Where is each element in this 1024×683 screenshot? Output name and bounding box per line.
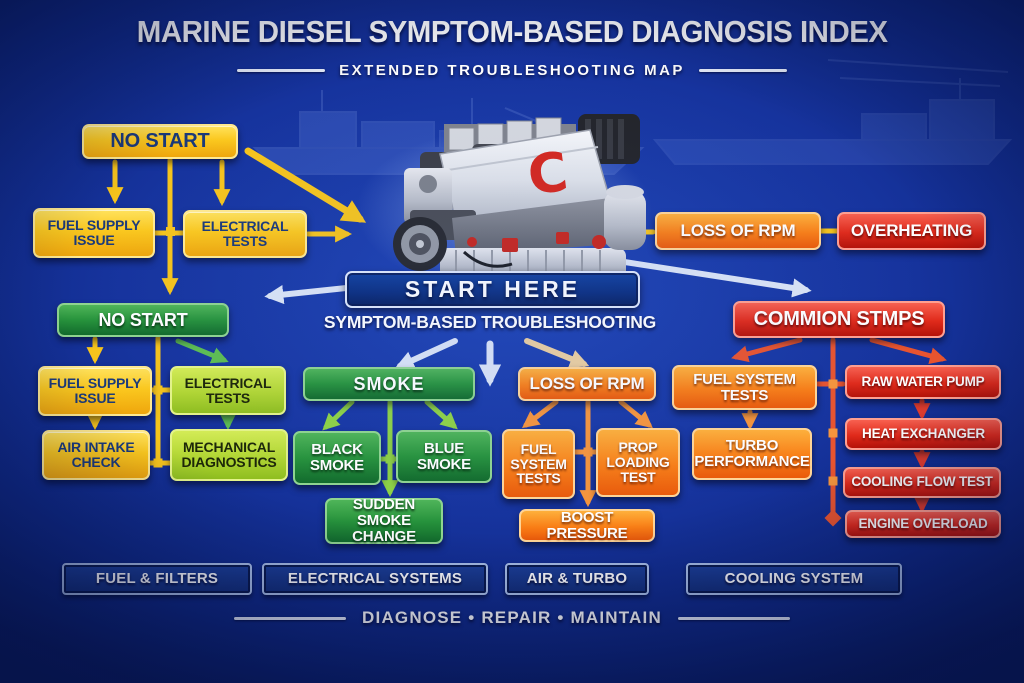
engine-illustration: C: [352, 92, 654, 294]
node-prop-loading-test: PROP LOADING TEST: [596, 428, 680, 497]
subtitle-right-rule: [698, 69, 787, 72]
symptom-heading: SYMPTOM-BASED TROUBLESHOOTING: [323, 312, 657, 332]
node-black-smoke: BLACK SMOKE: [293, 431, 381, 485]
node-no-start-top: NO START: [82, 124, 238, 159]
node-blue-smoke: BLUE SMOKE: [396, 430, 492, 483]
node-fuel-supply-issue-top: FUEL SUPPLY ISSUE: [33, 208, 155, 258]
page-subtitle: EXTENDED TROUBLESHOOTING MAP: [339, 62, 685, 79]
node-overheating: OVERHEATING: [837, 212, 986, 250]
node-electrical-tests-top: ELECTRICAL TESTS: [183, 210, 307, 258]
tagline-row: DIAGNOSE • REPAIR • MAINTAIN: [0, 608, 1024, 628]
tagline-right-rule: [677, 616, 790, 620]
category-air-and-turbo: AIR & TURBO: [505, 563, 649, 595]
node-loss-of-rpm-top: LOSS OF RPM: [655, 212, 821, 250]
subtitle-left-rule: [237, 69, 326, 72]
node-sudden-smoke-change: SUDDEN SMOKE CHANGE: [325, 497, 443, 544]
node-cooling-flow-test: COOLING FLOW TEST: [843, 467, 1001, 498]
node-heat-exchanger: HEAT EXCHANGER: [845, 418, 1002, 450]
category-cooling-system: COOLING SYSTEM: [686, 563, 902, 595]
node-electrical-tests-left: ELECTRICAL TESTS: [170, 366, 286, 415]
node-air-intake-check: AIR INTAKE CHECK: [42, 430, 150, 480]
subtitle-row: EXTENDED TROUBLESHOOTING MAP: [0, 62, 1024, 79]
node-fuel-system-tests-right: FUEL SYSTEM TESTS: [672, 365, 817, 410]
node-loss-of-rpm-mid: LOSS OF RPM: [518, 367, 656, 401]
node-boost-pressure: BOOST PRESSURE: [519, 509, 655, 542]
node-engine-overload: ENGINE OVERLOAD: [845, 510, 1001, 538]
node-smoke: SMOKE: [303, 367, 475, 401]
node-fuel-supply-issue-left: FUEL SUPPLY ISSUE: [38, 366, 152, 416]
engine-logo-letter: C: [524, 140, 571, 207]
page-title: MARINE DIESEL SYMPTOM-BASED DIAGNOSIS IN…: [136, 14, 888, 49]
node-fuel-system-tests-mid: FUEL SYSTEM TESTS: [502, 429, 575, 499]
tagline: DIAGNOSE • REPAIR • MAINTAIN: [362, 608, 662, 627]
category-fuel-and-filters: FUEL & FILTERS: [62, 563, 252, 595]
node-raw-water-pump: RAW WATER PUMP: [845, 365, 1001, 399]
node-commion-stmps: COMMION STMPS: [733, 301, 945, 338]
tagline-left-rule: [234, 616, 347, 620]
start-here-banner: START HERE: [345, 271, 640, 308]
node-turbo-performance: TURBO PERFORMANCE: [692, 428, 812, 480]
node-no-start-branch: NO START: [57, 303, 229, 337]
node-mechanical-diagnostics: MECHANICAL DIAGNOSTICS: [170, 429, 288, 481]
category-electrical-systems: ELECTRICAL SYSTEMS: [262, 563, 488, 595]
